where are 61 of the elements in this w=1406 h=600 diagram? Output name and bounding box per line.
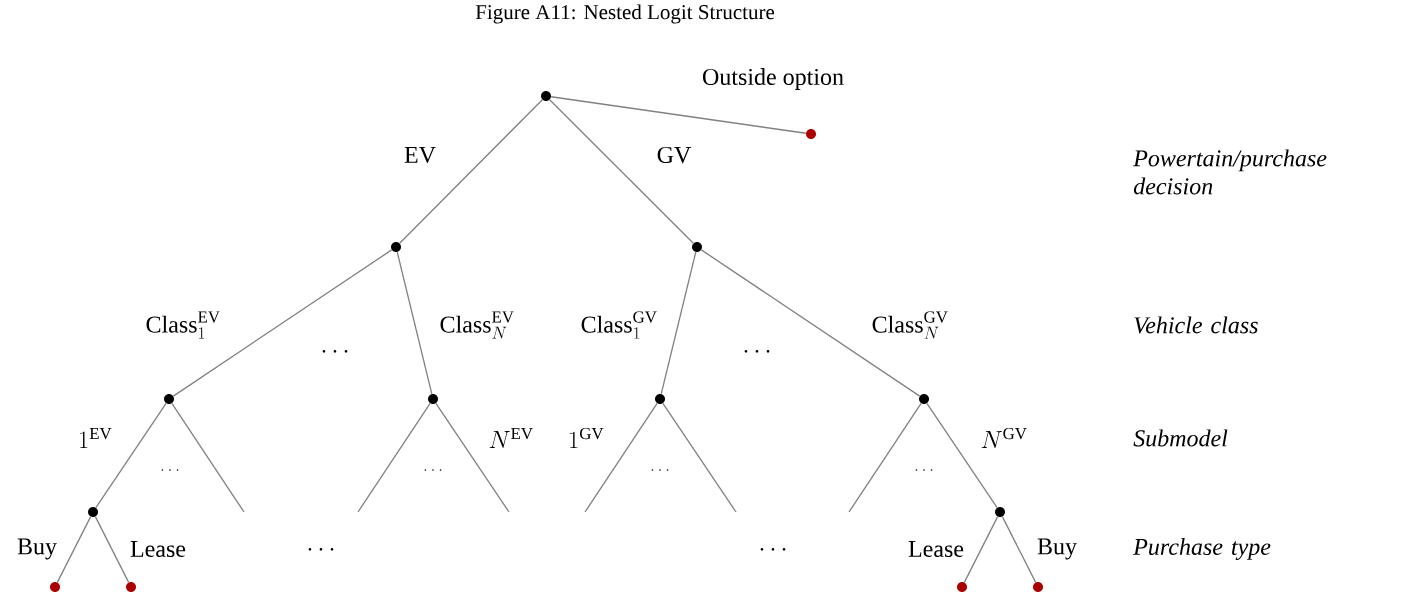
branch-line — [700, 249, 921, 397]
ellipsis: $\ldots$ — [424, 469, 442, 471]
branch-line — [660, 251, 697, 395]
branch-line — [848, 402, 922, 513]
branch-line — [584, 402, 658, 513]
edge-label: Buy — [17, 538, 57, 560]
level-label: Vehicle class — [1134, 316, 1258, 334]
branch-line — [94, 516, 130, 583]
branch-line — [926, 402, 998, 509]
leaf-node — [806, 129, 816, 139]
edge-label: Outside option — [703, 68, 844, 90]
branch-line — [172, 249, 393, 397]
level-label: Powertain/purchase decision — [1133, 149, 1327, 195]
edge-label: $N^{\mathrm{EV}}$ — [489, 428, 533, 448]
edge-label: Lease — [908, 541, 964, 557]
branch-line — [95, 402, 167, 509]
ellipsis: $\ldots$ — [651, 469, 669, 471]
branch-line — [357, 402, 431, 513]
edge-label: $1^{\mathrm{GV}}$ — [570, 427, 604, 449]
branch-line — [171, 402, 245, 513]
edge-label: Buy — [1037, 538, 1077, 560]
tree-node — [391, 242, 401, 252]
tree-node — [655, 394, 665, 404]
tree-node — [995, 507, 1005, 517]
tree-node — [164, 394, 174, 404]
branch-line — [435, 402, 510, 513]
tree-node — [919, 394, 929, 404]
branch-line — [549, 99, 694, 244]
branch-line — [550, 96, 807, 134]
figure-title: Figure A11: Nested Logit Structure — [475, 4, 775, 24]
tree-node — [88, 507, 98, 517]
branch-line — [963, 516, 999, 583]
edge-label: $N^{\mathrm{GV}}$ — [981, 427, 1027, 449]
leaf-node — [957, 582, 967, 592]
ellipsis: $\ldots$ — [161, 469, 179, 471]
edge-label: $\mathrm{Class}_N^{\mathrm{EV}}$ — [440, 311, 514, 339]
ellipsis: $\cdots$ — [760, 548, 786, 551]
branch-line — [399, 99, 543, 244]
edge-label: $1^{\mathrm{EV}}$ — [80, 428, 112, 448]
edge-label: $\mathrm{Class}_1^{\mathrm{GV}}$ — [581, 311, 657, 339]
ellipsis: $\cdots$ — [322, 350, 348, 353]
tree-node — [541, 91, 551, 101]
branch-line — [396, 251, 433, 395]
leaf-node — [126, 582, 136, 592]
edge-label: EV — [404, 146, 436, 164]
branch-line — [56, 516, 92, 583]
ellipsis: $\cdots$ — [308, 548, 334, 551]
leaf-node — [1033, 582, 1043, 592]
level-label: Purchase type — [1133, 538, 1271, 560]
leaf-node — [50, 582, 60, 592]
branch-line — [662, 402, 737, 513]
edge-label: GV — [657, 146, 692, 164]
ellipsis: $\cdots$ — [744, 350, 770, 353]
edge-label: $\mathrm{Class}_N^{\mathrm{GV}}$ — [872, 311, 948, 339]
branch-line — [1001, 516, 1037, 583]
edge-label: $\mathrm{Class}_1^{\mathrm{EV}}$ — [146, 311, 220, 339]
ellipsis: $\ldots$ — [915, 469, 933, 471]
tree-node — [692, 242, 702, 252]
level-label: Submodel — [1133, 429, 1228, 447]
edge-label: Lease — [130, 541, 186, 557]
tree-node — [428, 394, 438, 404]
